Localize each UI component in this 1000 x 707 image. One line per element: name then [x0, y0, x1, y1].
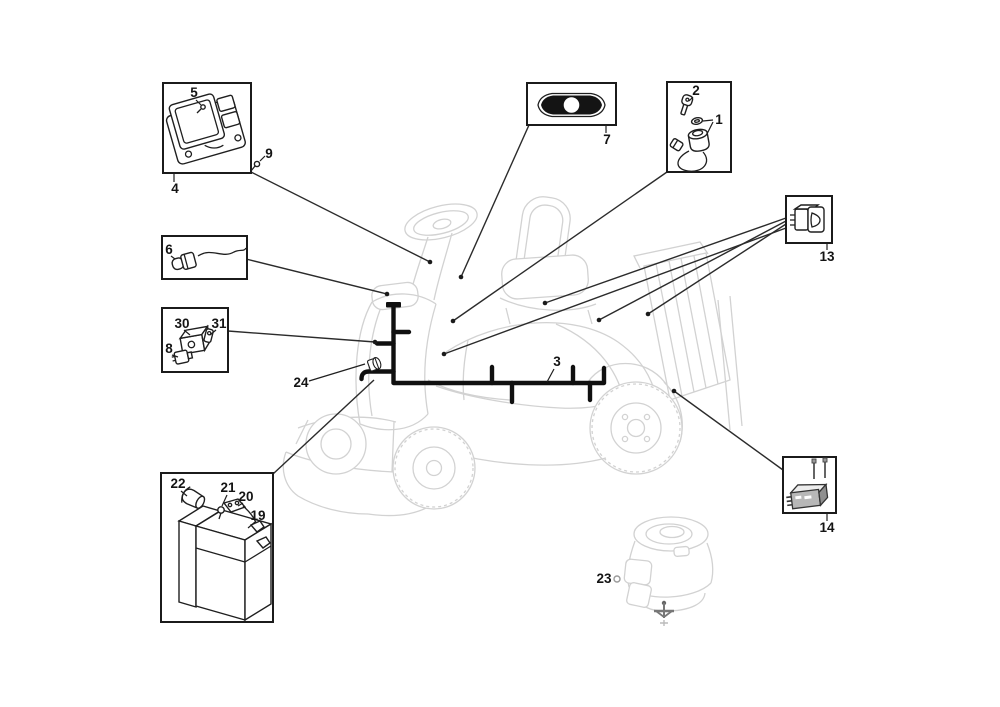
connector-plug — [669, 138, 684, 152]
part-number-31: 31 — [211, 316, 227, 331]
part-box-19: 22 21 20 19 — [160, 472, 274, 623]
ground-bolt — [654, 600, 674, 626]
part-number-20: 20 — [238, 489, 253, 504]
screw-9 — [250, 160, 261, 172]
relay-14 — [786, 482, 829, 510]
part-box-1: 2 1 — [666, 81, 732, 173]
callout-lines — [227, 124, 787, 475]
part-number-30: 30 — [174, 316, 189, 331]
screws-14 — [811, 457, 828, 479]
tractor-sketch — [282, 196, 743, 517]
switch-1 — [687, 128, 710, 152]
part-number-13: 13 — [819, 249, 835, 264]
engine-sketch — [623, 516, 714, 626]
part-number-3: 3 — [553, 354, 561, 369]
part-box-4: 5 9 4 — [162, 82, 273, 196]
part-box-14: 14 — [782, 456, 837, 535]
harness-connector-24 — [366, 356, 382, 372]
part-number-21: 21 — [220, 480, 236, 495]
part-number-24: 24 — [293, 375, 309, 390]
part-box-13: 13 — [785, 195, 835, 264]
part-box-30: 30 31 8 — [161, 307, 229, 373]
clip-31 — [203, 328, 214, 344]
switch-13 — [790, 204, 825, 233]
wiring-harness — [359, 302, 607, 405]
part-number-19: 19 — [250, 508, 265, 523]
module-drawing — [165, 93, 246, 165]
bracket-20 — [222, 498, 271, 549]
part-number-2: 2 — [692, 83, 700, 98]
connector-8 — [171, 349, 194, 365]
part-number-22: 22 — [170, 476, 185, 491]
part-number-23: 23 — [596, 571, 612, 586]
part-number-4: 4 — [171, 181, 179, 196]
part-number-8: 8 — [165, 341, 173, 356]
part-number-5: 5 — [190, 85, 198, 100]
free-labels: 3 24 23 — [293, 354, 621, 586]
screw-5 — [196, 104, 206, 114]
washer-23 — [613, 575, 621, 583]
part-number-7: 7 — [603, 132, 611, 147]
part-number-6: 6 — [165, 242, 173, 257]
bolt-21 — [217, 506, 225, 520]
part-number-9: 9 — [265, 146, 273, 161]
part-number-1: 1 — [715, 112, 723, 127]
battery-drawing — [177, 505, 273, 622]
part-box-7: 7 — [526, 82, 617, 147]
lamp-assembly — [171, 251, 197, 271]
key-2 — [680, 94, 694, 116]
part-number-14: 14 — [819, 520, 835, 535]
part-box-6: 6 — [161, 235, 248, 280]
